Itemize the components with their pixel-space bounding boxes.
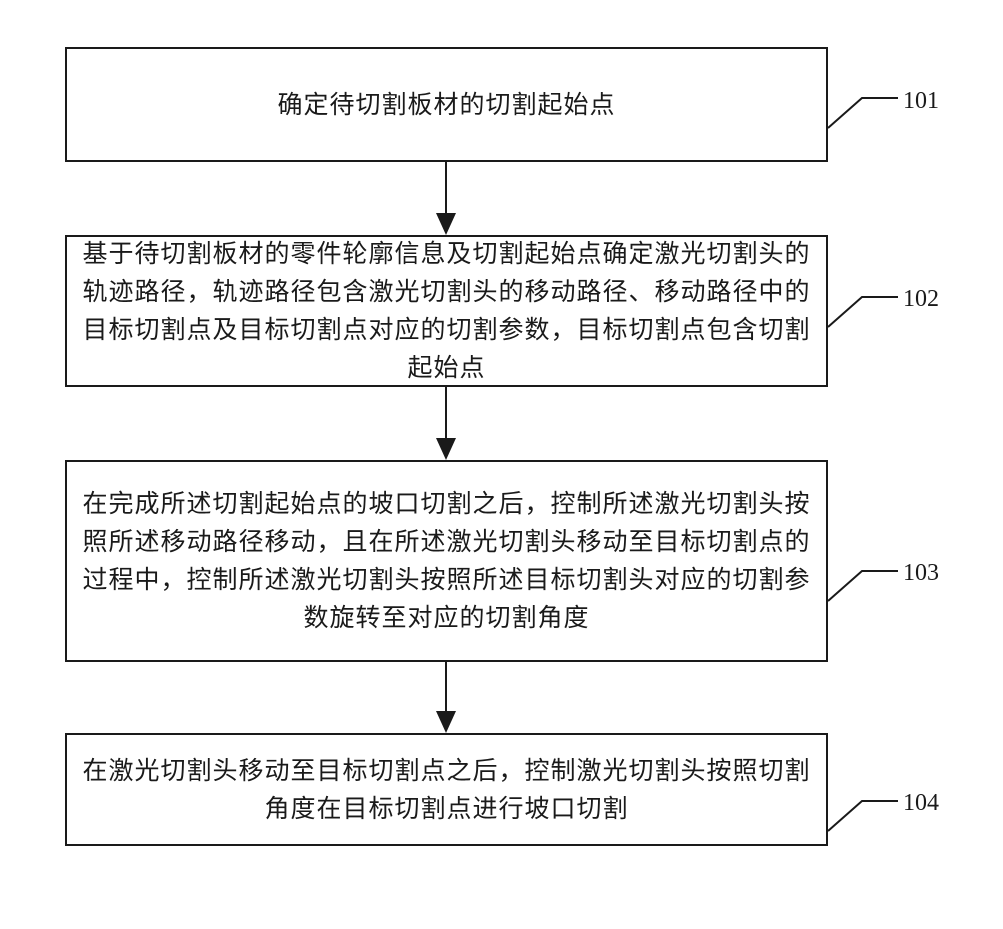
step-box-104: 在激光切割头移动至目标切割点之后，控制激光切割头按照切割角度在目标切割点进行坡口… (65, 733, 828, 846)
leader-line-101 (827, 97, 898, 129)
step-number-101: 101 (903, 88, 939, 114)
step-number-102: 102 (903, 286, 939, 312)
flow-arrow-101-102 (436, 162, 456, 235)
leader-line-103 (827, 570, 898, 602)
step-box-102: 基于待切割板材的零件轮廓信息及切割起始点确定激光切割头的轨迹路径，轨迹路径包含激… (65, 235, 828, 387)
flow-arrow-102-103 (436, 387, 456, 460)
step-text-104: 在激光切割头移动至目标切割点之后，控制激光切割头按照切割角度在目标切割点进行坡口… (82, 755, 811, 823)
step-box-101: 确定待切割板材的切割起始点 (65, 47, 828, 162)
step-text-103: 在完成所述切割起始点的坡口切割之后，控制所述激光切割头按照所述移动路径移动，且在… (82, 489, 811, 632)
step-number-104: 104 (903, 790, 939, 816)
leader-line-104 (827, 800, 898, 832)
step-box-103: 在完成所述切割起始点的坡口切割之后，控制所述激光切割头按照所述移动路径移动，且在… (65, 460, 828, 662)
flow-arrow-103-104 (436, 662, 456, 733)
leader-line-102 (827, 296, 898, 328)
step-text-102: 基于待切割板材的零件轮廓信息及切割起始点确定激光切割头的轨迹路径，轨迹路径包含激… (82, 239, 811, 382)
step-number-103: 103 (903, 560, 939, 586)
step-text-101: 确定待切割板材的切割起始点 (277, 89, 616, 119)
